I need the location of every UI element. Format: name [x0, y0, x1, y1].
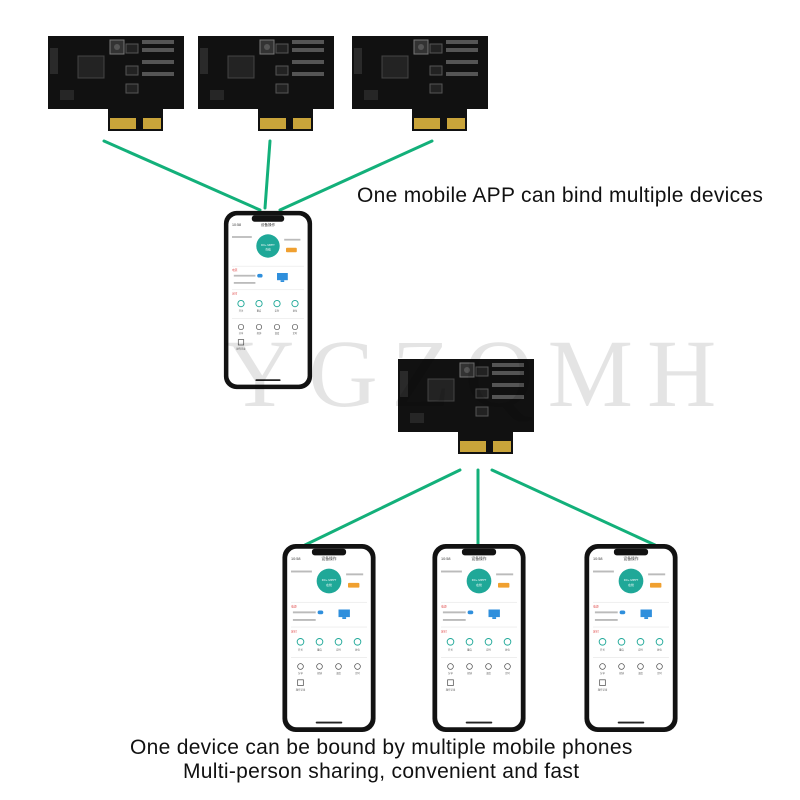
phone-icon-label: 定时 — [275, 309, 280, 313]
phone-bottom-label: 定时 — [293, 331, 298, 335]
phone-dial-sub: 在线 — [476, 583, 482, 587]
phone-extra-label: 操作记录 — [237, 347, 247, 351]
phone-section-timer: 定时 — [291, 629, 297, 633]
phone-bottom-label: 温度 — [486, 671, 491, 675]
caption-bottom-line2: Multi-person sharing, convenient and fas… — [183, 760, 580, 783]
phone-section-timer: 定时 — [593, 629, 599, 633]
watermark: YGZQMH — [225, 320, 731, 427]
link-board4-phone1 — [303, 468, 462, 547]
phone-extra-label: 操作记录 — [296, 687, 306, 691]
phone-extra-label: 操作记录 — [446, 687, 456, 691]
phone-icon-label: 开关 — [600, 647, 605, 651]
phone-dial-sub: 在线 — [326, 583, 332, 587]
caption-bottom-line1: One device can be bound by multiple mobi… — [130, 736, 633, 759]
phone-bottom-label: 分享 — [239, 331, 244, 335]
phone-bottom-label: 分享 — [298, 671, 303, 675]
phone-icon-label: 重启 — [619, 647, 624, 651]
phone-dial-text: DC+ MPPT — [472, 578, 487, 582]
phone-section-timer: 定时 — [232, 292, 238, 296]
link-board2-phone — [263, 139, 272, 210]
phone-time: 10:58 — [441, 557, 451, 561]
phone-title: 设备操作 — [321, 556, 336, 561]
pcie-board-3 — [352, 36, 492, 141]
phone-bottom-label: 闹钟 — [467, 671, 472, 675]
phone-bottom-label: 温度 — [275, 331, 280, 335]
phone-dial-sub: 在线 — [265, 248, 271, 252]
link-board3-phone — [278, 139, 434, 212]
phone-section-power: 电源 — [441, 605, 447, 609]
phone-title: 设备操作 — [623, 556, 638, 561]
phone-bottom-label: 定时 — [505, 671, 510, 675]
phone-dial-text: DC+ MPPT — [322, 578, 337, 582]
phone-icon-label: 重启 — [467, 647, 472, 651]
link-board4-phone3 — [490, 468, 657, 547]
phone-main: 10:58 设备操作 DC+ MPPT 在线 电源 定时 开关 重启 定时 复位… — [223, 210, 313, 395]
phone-bottom-label: 分享 — [600, 671, 605, 675]
link-board1-phone — [102, 139, 262, 212]
phone-dial-text: DC+ MPPT — [261, 243, 275, 247]
phone-icon-label: 复位 — [293, 309, 298, 313]
phone-bottom-label: 定时 — [657, 671, 662, 675]
phone-bottom-label: 温度 — [336, 671, 341, 675]
phone-time: 10:58 — [291, 557, 301, 561]
phone-2: 10:58 设备操作 DC+ MPPT 在线 电源 定时 开关 重启 定时 复位… — [430, 543, 528, 738]
pcie-board-1 — [48, 36, 188, 141]
phone-time: 10:58 — [593, 557, 603, 561]
phone-section-timer: 定时 — [441, 629, 447, 633]
phone-section-power: 电源 — [232, 268, 238, 272]
phone-icon-label: 复位 — [657, 647, 662, 651]
pcie-board-2 — [198, 36, 338, 141]
phone-title: 设备操作 — [471, 556, 486, 561]
pcie-board-center — [398, 356, 538, 467]
phone-extra-label: 操作记录 — [598, 687, 608, 691]
caption-top: One mobile APP can bind multiple devices — [357, 184, 764, 207]
phone-icon-label: 重启 — [317, 647, 322, 651]
phone-bottom-label: 分享 — [448, 671, 453, 675]
phone-bottom-label: 闹钟 — [619, 671, 624, 675]
phone-1: 10:58 设备操作 DC+ MPPT 在线 电源 定时 开关 重启 定时 复位… — [280, 543, 378, 738]
phone-icon-label: 定时 — [638, 647, 643, 651]
phone-icon-label: 开关 — [239, 309, 244, 313]
phone-icon-label: 定时 — [486, 647, 491, 651]
phone-3: 10:58 设备操作 DC+ MPPT 在线 电源 定时 开关 重启 定时 复位… — [582, 543, 680, 738]
phone-section-power: 电源 — [593, 605, 599, 609]
phone-section-power: 电源 — [291, 605, 297, 609]
phone-bottom-label: 闹钟 — [257, 331, 262, 335]
phone-icon-label: 开关 — [448, 647, 453, 651]
phone-icon-label: 复位 — [505, 647, 510, 651]
phone-bottom-label: 温度 — [638, 671, 643, 675]
phone-bottom-label: 定时 — [355, 671, 360, 675]
phone-time: 10:58 — [232, 223, 241, 227]
phone-dial-text: DC+ MPPT — [624, 578, 639, 582]
phone-dial-sub: 在线 — [628, 583, 634, 587]
phone-icon-label: 定时 — [336, 647, 341, 651]
phone-icon-label: 开关 — [298, 647, 303, 651]
phone-bottom-label: 闹钟 — [317, 671, 322, 675]
phone-icon-label: 复位 — [355, 647, 360, 651]
phone-icon-label: 重启 — [257, 309, 262, 313]
phone-title: 设备操作 — [261, 222, 276, 227]
